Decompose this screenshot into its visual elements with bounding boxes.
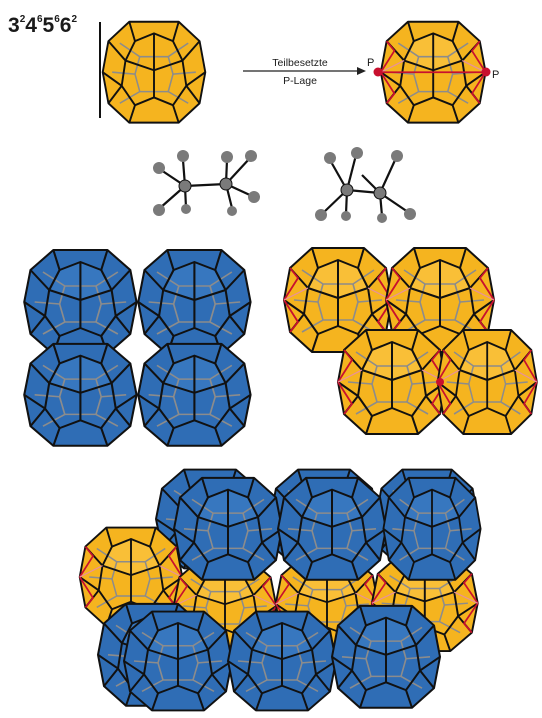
molecule-left	[153, 150, 260, 216]
p-label-left: P	[367, 57, 374, 69]
arrow-label-line1: Teilbesetzte	[272, 57, 328, 69]
top-right-cage	[381, 22, 486, 123]
orange-cage-block	[284, 248, 537, 434]
p-atom-left	[374, 68, 383, 77]
combined-packing	[80, 470, 481, 711]
molecule-right	[315, 147, 416, 223]
top-left-cage	[103, 22, 206, 123]
ball-and-stick-molecule-icon	[179, 180, 191, 192]
top-left-cage-cut	[90, 20, 100, 120]
p-atom-right	[482, 68, 491, 77]
blue-cage-block	[24, 250, 250, 446]
p-label-right: P	[492, 69, 499, 81]
arrow-label-line2: P-Lage	[283, 75, 317, 87]
arrow: Teilbesetzte P-Lage	[243, 57, 366, 87]
